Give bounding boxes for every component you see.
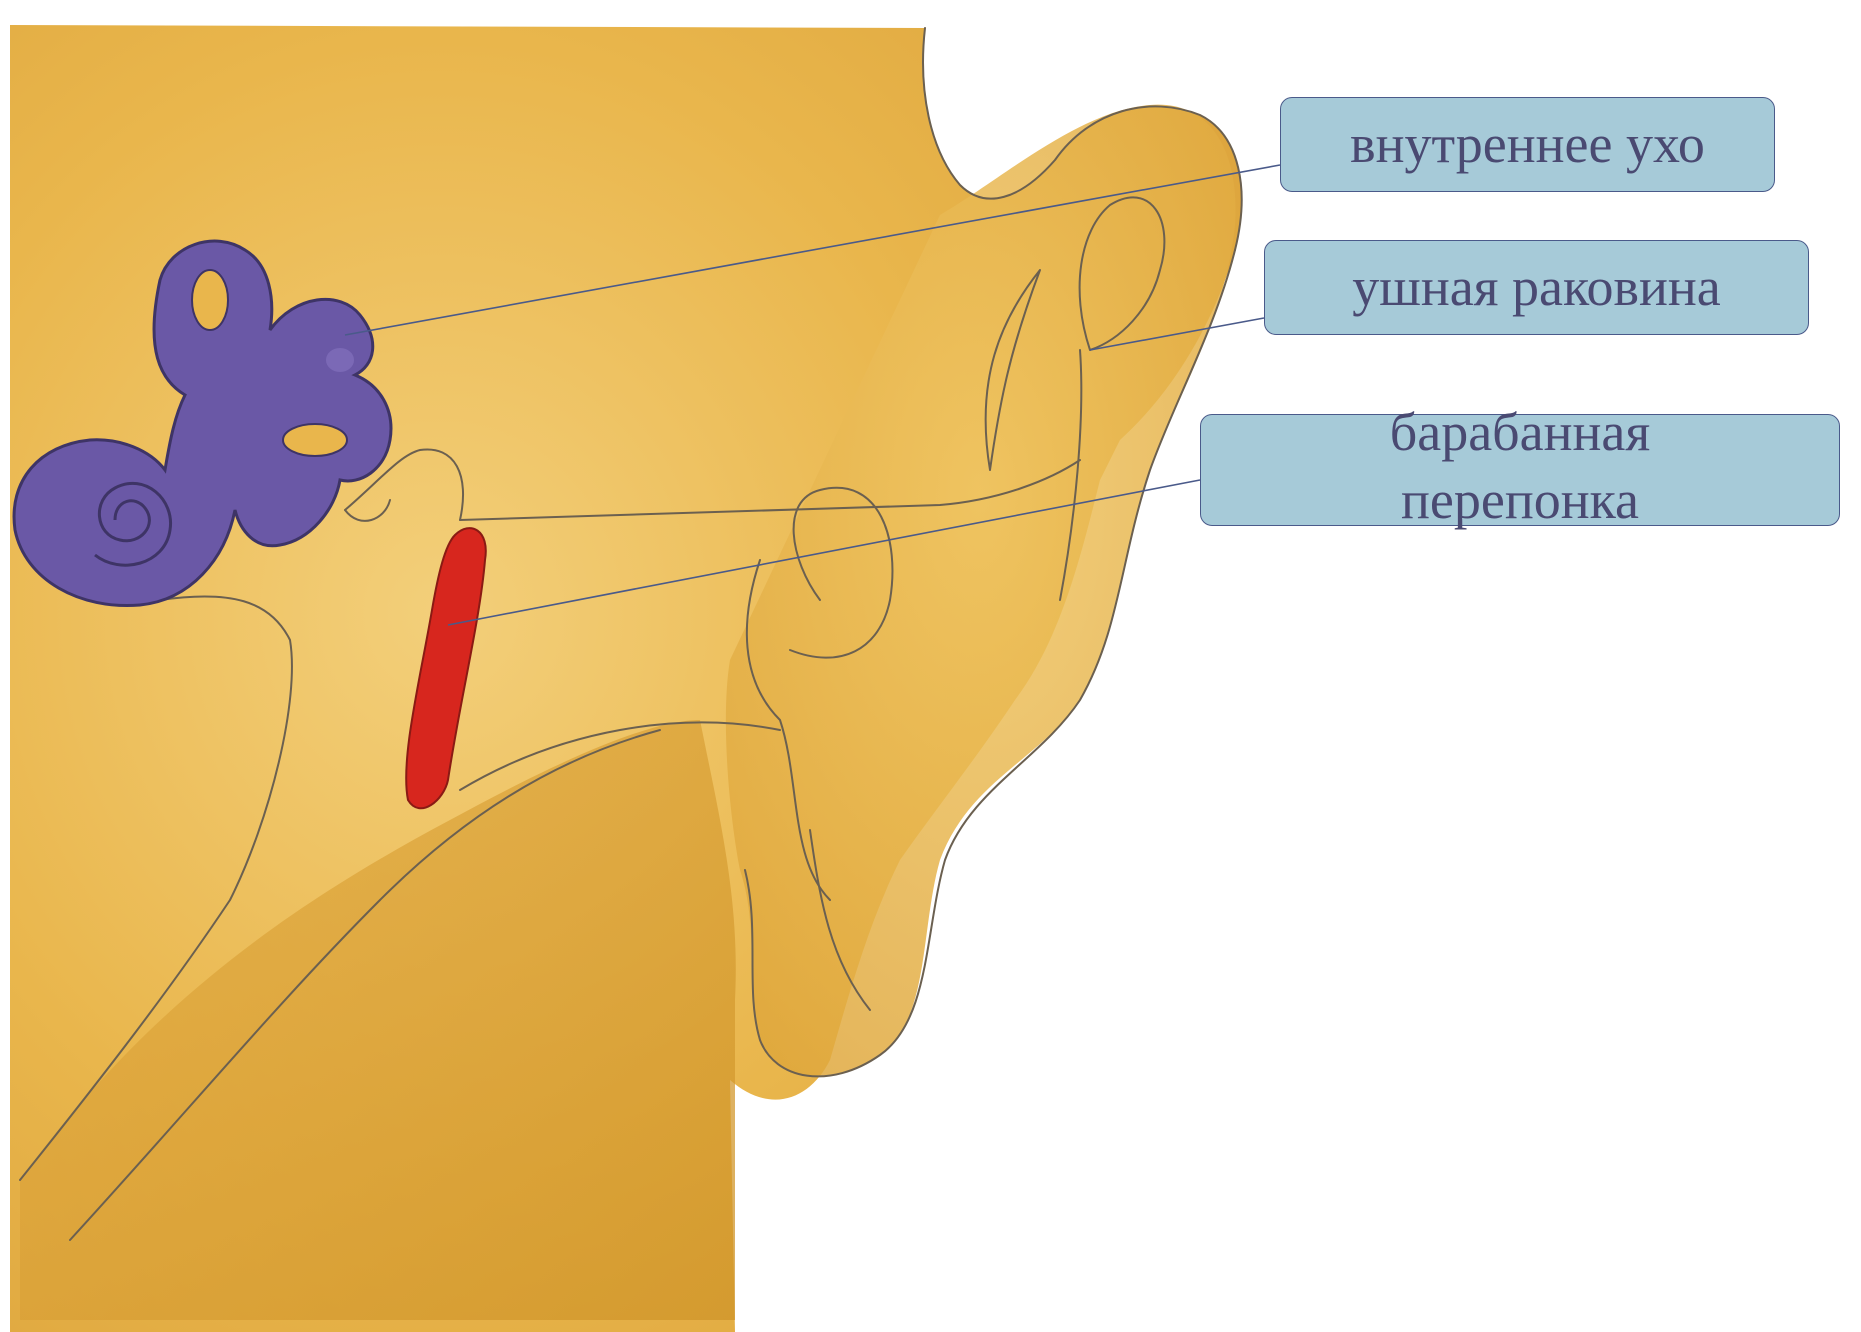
label-eardrum-text: барабанная перепонка xyxy=(1340,399,1700,534)
label-auricle-text: ушная раковина xyxy=(1352,254,1721,322)
label-inner-ear-text: внутреннее ухо xyxy=(1350,111,1705,179)
label-auricle: ушная раковина xyxy=(1264,240,1809,335)
label-eardrum: барабанная перепонка xyxy=(1200,414,1840,526)
label-inner-ear: внутреннее ухо xyxy=(1280,97,1775,192)
